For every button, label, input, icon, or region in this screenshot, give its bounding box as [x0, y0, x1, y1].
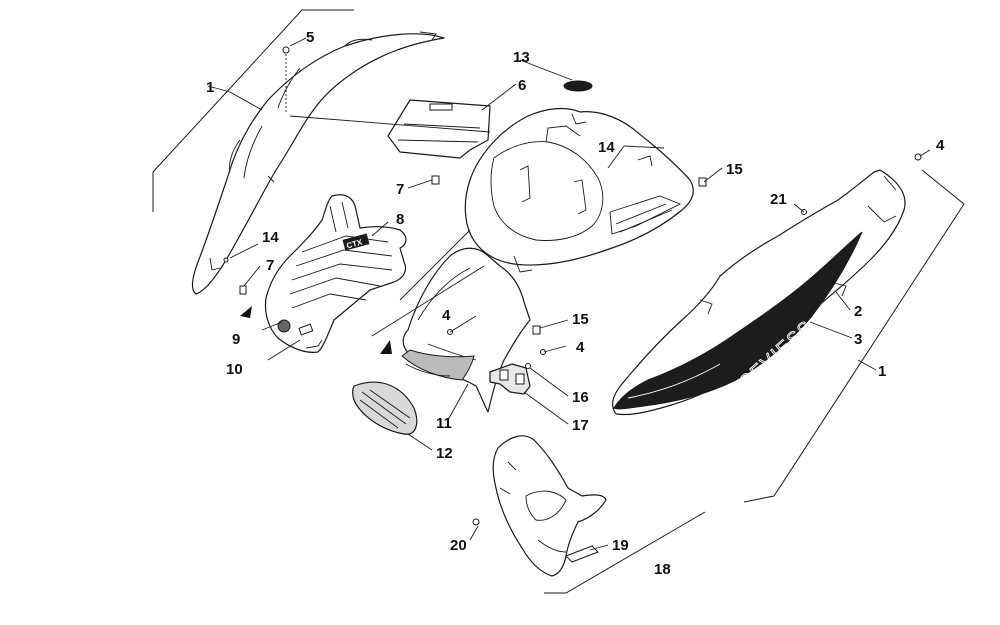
part-8-emblem: CTX: [342, 233, 370, 251]
callout-3: 3: [854, 331, 862, 348]
callout-16: 16: [572, 389, 589, 406]
callout-14-upper: 14: [598, 139, 615, 156]
part-12-grille-screen: [351, 381, 418, 435]
part-10-left-vent-panel: [264, 194, 407, 353]
part-19-clip: [565, 545, 599, 563]
callout-19: 19: [612, 537, 629, 554]
part-13-oval-lens: [563, 80, 593, 92]
callout-2: 2: [854, 303, 862, 320]
part-1-left-side-panel: [191, 31, 445, 295]
part-6-panel-insert: [387, 99, 491, 159]
callout-10: 10: [226, 361, 243, 378]
callout-4-right: 4: [936, 137, 945, 154]
callout-17: 17: [572, 417, 589, 434]
callout-6: 6: [518, 77, 526, 94]
callout-8: 8: [396, 211, 404, 228]
callout-14-left: 14: [262, 229, 279, 246]
callout-4-middle: 4: [442, 307, 451, 324]
part-hood-main-body: [464, 107, 694, 273]
callout-12: 12: [436, 445, 453, 462]
callout-20: 20: [450, 537, 467, 554]
leader-lines: [207, 37, 931, 551]
callout-1-right: 1: [878, 363, 886, 380]
callout-11: 11: [436, 415, 452, 432]
callout-13: 13: [513, 49, 530, 66]
callout-18: 18: [654, 561, 671, 578]
callout-7-upper: 7: [396, 181, 404, 198]
callout-4-lower: 4: [576, 339, 585, 356]
part-2-right-side-panel: [612, 169, 906, 416]
hardware-clips: [239, 175, 707, 335]
callout-9: 9: [232, 331, 240, 348]
callout-7-left: 7: [266, 257, 274, 274]
callout-labels: 1 5 13 6 7 8 14 7 9 10 14 15 4 21 4 15 4…: [206, 29, 945, 578]
callout-1-left: 1: [206, 79, 214, 96]
arrow-marker-middle: [380, 340, 392, 354]
callout-15-upper: 15: [726, 161, 743, 178]
part-18-belly-pan: [492, 435, 607, 577]
emblem-text: CTX: [346, 237, 364, 250]
callout-15-lower: 15: [572, 311, 589, 328]
assembly-bracket-right: [743, 169, 965, 503]
part-17-bracket: [489, 363, 531, 395]
arrow-marker-left: [240, 306, 252, 318]
callout-21: 21: [770, 191, 787, 208]
assembly-bracket-bottom: [544, 511, 706, 594]
callout-5: 5: [306, 29, 314, 46]
